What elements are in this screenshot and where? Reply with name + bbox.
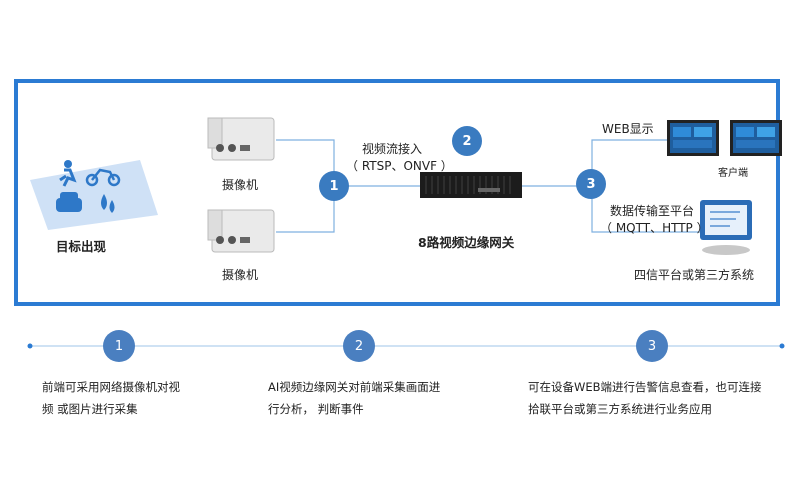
target-icon	[30, 160, 158, 230]
stream-label-line1: 视频流接入	[362, 142, 423, 156]
transfer-label-line2: （ MQTT、HTTP ）	[600, 221, 709, 235]
camera-bottom-label: 摄像机	[222, 268, 259, 282]
gateway-label: 8路视频边缘网关	[418, 235, 515, 250]
camera-bottom-icon	[207, 209, 275, 253]
step-1-line2: 频 或图片进行采集	[42, 402, 138, 416]
platform-computer-icon	[700, 200, 752, 255]
step-2-line2: 行分析， 判断事件	[268, 402, 364, 416]
client-label: 客户端	[718, 168, 748, 179]
timeline-line	[27, 343, 785, 349]
timeline-badge-3: 3	[636, 330, 668, 362]
web-label: WEB显示	[602, 122, 654, 136]
step-2-description: AI视频边缘网关对前端采集画面进 行分析， 判断事件	[268, 376, 440, 420]
monitor-right-icon	[730, 120, 782, 156]
camera-top-icon	[207, 117, 275, 161]
diagram-badge-3: 3	[576, 169, 606, 199]
monitor-left-icon	[667, 120, 719, 156]
gateway-device-icon	[420, 172, 522, 198]
platform-label: 四信平台或第三方系统	[634, 268, 755, 282]
step-3-line2: 拾联平台或第三方系统进行业务应用	[528, 402, 712, 416]
diagram-badge-1: 1	[319, 171, 349, 201]
step-3-line1: 可在设备WEB端进行告警信息查看，也可连接	[528, 380, 762, 394]
step-3-description: 可在设备WEB端进行告警信息查看，也可连接 拾联平台或第三方系统进行业务应用	[528, 376, 762, 420]
timeline-badge-1: 1	[103, 330, 135, 362]
camera-top-label: 摄像机	[222, 178, 259, 192]
step-1-line1: 前端可采用网络摄像机对视	[42, 380, 180, 394]
diagram-badge-2: 2	[452, 126, 482, 156]
step-2-line1: AI视频边缘网关对前端采集画面进	[268, 380, 441, 394]
transfer-label-line1: 数据传输至平台	[610, 204, 695, 218]
stream-label-line2: （ RTSP、ONVF ）	[346, 159, 453, 173]
step-1-description: 前端可采用网络摄像机对视 频 或图片进行采集	[42, 376, 180, 420]
target-label: 目标出现	[56, 239, 107, 254]
timeline-badge-2: 2	[343, 330, 375, 362]
